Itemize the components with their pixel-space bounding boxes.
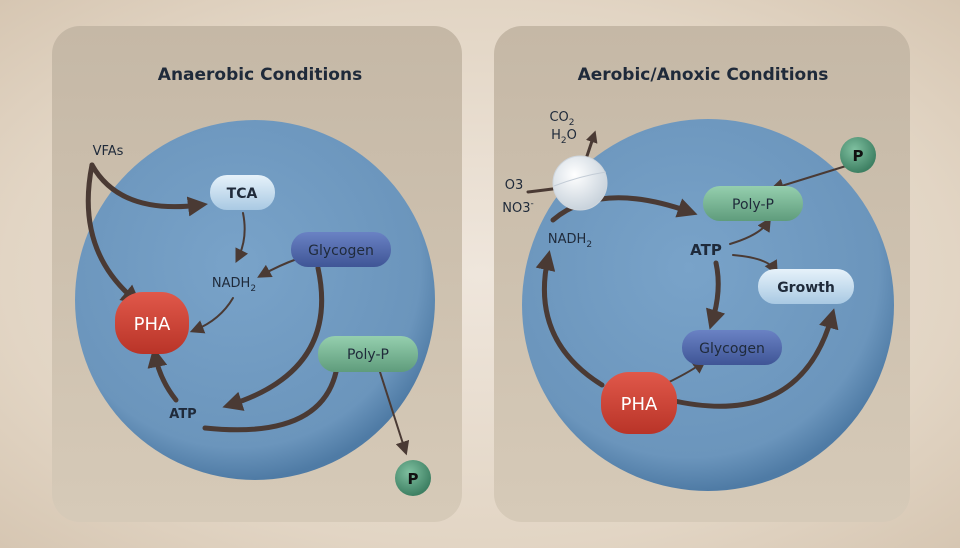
tca-node: TCA <box>210 175 275 210</box>
atp-label: ATP <box>169 407 196 422</box>
p-label: P <box>853 147 864 165</box>
co2-label: CO2 <box>549 110 574 128</box>
arrows <box>85 162 410 456</box>
pha-label: PHA <box>134 314 171 335</box>
glycogen-node: Glycogen <box>291 232 391 267</box>
polyp-label: Poly-P <box>347 347 389 363</box>
anaerobic-panel: Anaerobic Conditions VFAs TCA Glycogen N… <box>52 26 462 522</box>
nadh2-label: NADH2 <box>548 232 592 250</box>
glycogen-label: Glycogen <box>699 341 765 357</box>
aerobic-panel: Aerobic/Anoxic Conditions CO2 H2O O3 NO3… <box>494 26 910 522</box>
tca-label: TCA <box>227 186 258 202</box>
nadh2-label: NADH2 <box>212 276 256 294</box>
cell <box>75 120 435 480</box>
polyp-node: Poly-P <box>318 336 418 372</box>
polyp-label: Poly-P <box>732 197 774 213</box>
h2o-label: H2O <box>551 128 577 146</box>
glycogen-node: Glycogen <box>682 330 782 365</box>
phosphate-node: P <box>840 137 876 173</box>
growth-label: Growth <box>777 280 835 296</box>
polyp-node: Poly-P <box>703 186 803 221</box>
o3-label: O3 <box>505 178 524 193</box>
panel-title: Anaerobic Conditions <box>158 65 362 85</box>
phosphate-node: P <box>395 460 431 496</box>
panel-title: Aerobic/Anoxic Conditions <box>578 65 829 85</box>
vfas-label: VFAs <box>93 144 124 159</box>
growth-node: Growth <box>758 269 854 304</box>
arrows <box>526 130 847 409</box>
pha-label: PHA <box>621 394 658 415</box>
membrane-transporter <box>552 155 608 211</box>
glycogen-label: Glycogen <box>308 243 374 259</box>
p-label: P <box>408 470 419 488</box>
pha-node: PHA <box>601 372 677 434</box>
atp-label: ATP <box>690 241 722 259</box>
pha-node: PHA <box>115 292 189 354</box>
no3-label: NO3- <box>502 199 533 216</box>
